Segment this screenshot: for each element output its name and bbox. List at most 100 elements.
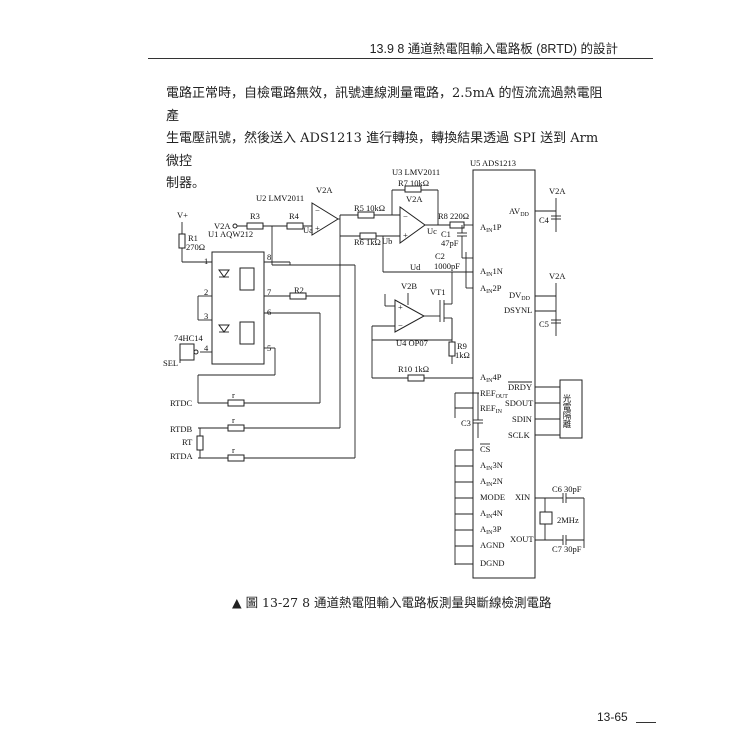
u5-pin-sdin: SDIN — [512, 414, 532, 424]
ic-74hc14-body — [179, 343, 195, 361]
r9-label: R9 — [457, 341, 467, 351]
r8-label: R8 220Ω — [438, 211, 469, 221]
body-line-3: 制器。 — [166, 176, 206, 191]
svg-text:+: + — [403, 230, 408, 240]
u5-pin-ain4n: AIN4N — [480, 508, 503, 520]
u3-label: U3 LMV2011 — [392, 167, 440, 177]
u5-pin-ain2p: AIN2P — [480, 283, 502, 295]
r9-value: 1kΩ — [455, 350, 470, 360]
r3-label: R3 — [250, 211, 260, 221]
svg-text:+: + — [398, 302, 403, 312]
u5-pin-sclk: SCLK — [508, 430, 531, 440]
r7-label: R7 10kΩ — [398, 178, 429, 188]
svg-text:+: + — [315, 223, 320, 233]
r6-resistor — [359, 232, 377, 240]
c4-label: C4 — [539, 215, 550, 225]
u5-pin-drdy: DRDY — [508, 382, 532, 392]
avdd-supply-label: V2A — [549, 186, 566, 196]
rtda-label: RTDA — [170, 451, 193, 461]
r2-label: R2 — [294, 285, 304, 295]
r5-label: R5 10kΩ — [354, 203, 385, 213]
r-rtdb — [227, 424, 245, 432]
uc-label: Uc — [427, 226, 437, 236]
u5-pin-ain2n: AIN2N — [480, 476, 503, 488]
u5-pin-ain4p: AIN4P — [480, 372, 502, 384]
page-number: 13-65 — [597, 710, 628, 724]
r-rtdb-label: r — [232, 415, 235, 425]
u1-label: U1 AQW212 — [208, 229, 253, 239]
v2a-u1-label: V2A — [214, 221, 231, 231]
r1-resistor — [178, 233, 186, 249]
r1-label: R1 — [188, 233, 198, 243]
rtdb-label: RTDB — [170, 424, 192, 434]
c2-label: C2 — [435, 251, 445, 261]
ud-label: Ud — [410, 262, 421, 272]
c2-value: 1000pF — [434, 261, 460, 271]
u5-pin-ain3p: AIN3P — [480, 524, 502, 536]
vt1-label: VT1 — [430, 287, 446, 297]
crystal-2mhz — [539, 511, 553, 525]
body-paragraph: 電路正常時，自檢電路無效，訊號連線測量電路，2.5mA 的恆流流過熱電阻產 生電… — [166, 83, 606, 196]
r2-resistor — [289, 292, 307, 300]
r7-resistor — [404, 185, 422, 193]
figure-caption: ▲ 圖 13-27 8 通道熱電阻輸入電路板測量與斷線檢測電路 — [232, 595, 552, 610]
ua-label: Ua — [303, 225, 313, 235]
u1-pin-4: 4 — [204, 343, 209, 353]
u1-pin-1: 1 — [204, 256, 208, 266]
footer-rule — [636, 722, 656, 723]
vplus-label: V+ — [177, 210, 188, 220]
r-rtdc-label: r — [232, 390, 235, 400]
ic-74hc14-label: 74HC14 — [174, 333, 204, 343]
u5-pin-dsynl: DSYNL — [504, 305, 532, 315]
u4-opamp — [394, 299, 426, 333]
rtdc-label: RTDC — [170, 398, 192, 408]
u2-supply-label: V2A — [316, 185, 333, 195]
sel-label: SEL — [163, 358, 178, 368]
xtal-label: 2MHz — [557, 515, 579, 525]
rt-label: RT — [182, 437, 193, 447]
u5-pin-sdout: SDOUT — [505, 398, 534, 408]
c6-label: C6 30pF — [552, 484, 582, 494]
r4-resistor — [286, 222, 304, 230]
isolator-box — [559, 379, 583, 439]
r-rtda-label: r — [232, 445, 235, 455]
ub-label: Ub — [382, 236, 392, 246]
r-rtda — [227, 454, 245, 462]
u3-opamp — [399, 206, 426, 244]
u5-pin-ain1p: AIN1P — [480, 222, 502, 234]
r10-resistor — [407, 374, 425, 382]
u5-pin-xin: XIN — [515, 492, 530, 502]
body-line-2: 生電壓訊號，然後送入 ADS1213 進行轉換，轉換結果透過 SPI 送到 Ar… — [166, 131, 599, 169]
u5-pin-ain1n: AIN1N — [480, 266, 503, 278]
body-line-1: 電路正常時，自檢電路無效，訊號連線測量電路，2.5mA 的恆流流過熱電阻產 — [166, 86, 603, 124]
svg-text:−: − — [398, 320, 403, 330]
u2-opamp — [311, 202, 339, 236]
u1-photorelay-body — [211, 251, 265, 365]
rt-sensor — [196, 435, 204, 451]
dvdd-supply-label: V2A — [549, 271, 566, 281]
u1-pin-8: 8 — [267, 252, 271, 262]
v2b-label: V2B — [401, 281, 417, 291]
u5-pin-agnd: AGND — [480, 540, 505, 550]
c5-label: C5 — [539, 319, 549, 329]
c1-value: 47pF — [441, 238, 459, 248]
svg-text:−: − — [403, 211, 408, 221]
u5-pin-mode: MODE — [480, 492, 505, 502]
c1-label: C1 — [441, 229, 451, 239]
u5-pin-dgnd: DGND — [480, 558, 505, 568]
u1-pin-2: 2 — [204, 287, 208, 297]
u1-led-1 — [218, 269, 230, 278]
u1-mosfet-2 — [239, 321, 255, 345]
r10-label: R10 1kΩ — [398, 364, 429, 374]
r5-resistor — [357, 211, 375, 219]
c7-label: C7 30pF — [552, 544, 582, 554]
header-rule — [148, 58, 653, 59]
u5-pin-ain3n: AIN3N — [480, 460, 503, 472]
u1-pin-3: 3 — [204, 311, 208, 321]
running-header: 13.9 8 通道熱電阻輸入電路板 (8RTD) 的設計 — [369, 42, 618, 56]
c3-label: C3 — [461, 418, 471, 428]
u5-pin-cs: CS — [480, 444, 491, 454]
u5-label: U5 ADS1213 — [470, 158, 516, 168]
